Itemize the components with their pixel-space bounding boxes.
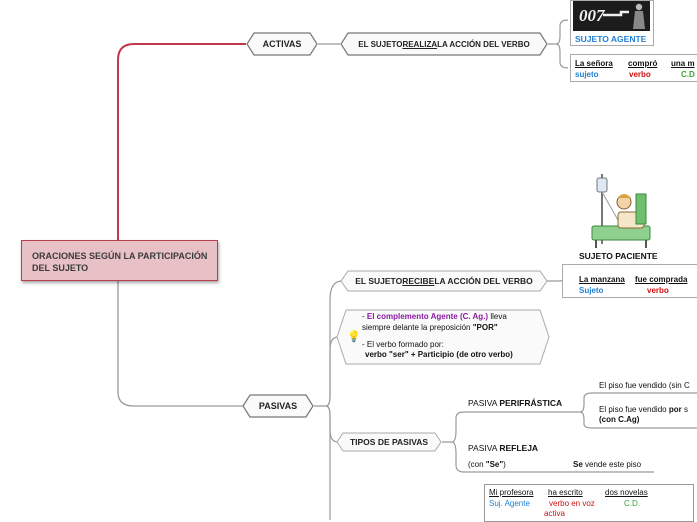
activas-desc-node[interactable]: EL SUJETO REALIZA LA ACCIÓN DEL VERBO <box>340 32 548 56</box>
note-line-2-key: "POR" <box>472 323 498 332</box>
activas-example-role-2: verbo <box>629 70 651 79</box>
note-line-4: verbo "ser" + Participio (de otro verbo) <box>365 350 513 359</box>
agent-caption: SUJETO AGENTE <box>575 34 647 44</box>
refleja-key: REFLEJA <box>499 443 539 453</box>
activas-desc-post: LA ACCIÓN DEL VERBO <box>437 39 530 49</box>
activas-desc-text: EL SUJETO REALIZA LA ACCIÓN DEL VERBO <box>340 32 548 56</box>
table-role-3: C.D. <box>624 499 640 508</box>
table-role-2: verbo en voz <box>549 499 595 508</box>
refleja-sub-post: ) <box>503 460 506 469</box>
table-word-1: Mi profesora <box>489 488 534 497</box>
activas-node[interactable]: ACTIVAS <box>246 32 318 56</box>
activas-example-box[interactable]: La señora compró una m sujeto verbo C.D <box>570 54 697 82</box>
hospital-patient-image <box>588 172 652 250</box>
refleja-example-rest: vende este piso <box>582 460 642 469</box>
note-line-1-key: El complemento Agente (C. Ag.) <box>366 312 489 321</box>
agent-007-image: 007 <box>573 1 650 31</box>
activas-desc-key: REALIZA <box>402 39 438 49</box>
note-line-1-rest: lleva <box>488 312 507 321</box>
perifrastica-key: PERIFRÁSTICA <box>499 398 563 408</box>
note-line-2-text: siempre delante la preposición <box>362 323 473 332</box>
root-title: ORACIONES SEGÚN LA PARTICIPACIÓN DEL SUJ… <box>32 251 208 273</box>
perifrastica-pre: PASIVA <box>468 398 500 408</box>
refleja-sub-pre: (con <box>468 460 486 469</box>
refleja-example[interactable]: Se vende este piso <box>573 460 641 469</box>
bulb-icon: 💡 <box>347 331 361 343</box>
pasivas-example-word-2: fue comprada <box>635 275 688 284</box>
sujeto-paciente-caption: SUJETO PACIENTE <box>579 251 658 261</box>
pasivas-desc-key: RECIBE <box>402 276 435 286</box>
activas-example-role-1: sujeto <box>575 70 599 79</box>
note-line-3: - El verbo formado por: <box>362 340 444 349</box>
activas-desc-pre: EL SUJETO <box>358 39 403 49</box>
pasivas-note-node[interactable] <box>336 309 550 365</box>
perif-example-2-pre: El piso fue vendido <box>599 405 669 414</box>
pasivas-desc-text: EL SUJETO RECIBE LA ACCIÓN DEL VERBO <box>340 270 548 292</box>
pasivas-desc-hex-shape <box>340 270 548 292</box>
agent-007-graphic: 007 <box>573 1 650 31</box>
table-word-3: dos novelas <box>605 488 648 497</box>
root-node[interactable]: ORACIONES SEGÚN LA PARTICIPACIÓN DEL SUJ… <box>21 240 218 281</box>
agent-image-box[interactable]: 007 SUJETO AGENTE <box>570 0 654 46</box>
pasivas-note-hex-shape <box>336 309 550 365</box>
refleja-example-key: Se <box>573 460 583 469</box>
perif-example-2-line2: (con C.Ag) <box>599 415 640 424</box>
perif-example-2[interactable]: El piso fue vendido por s <box>599 405 688 414</box>
refleja-sub: (con "Se") <box>468 460 506 469</box>
table-role-1: Suj. Agente <box>489 499 530 508</box>
refleja-sub-key: "Se" <box>485 460 504 469</box>
agent-007-logo: 007 <box>579 6 606 25</box>
pasivas-desc-node[interactable]: EL SUJETO RECIBE LA ACCIÓN DEL VERBO <box>340 270 548 292</box>
activas-example-word-1: La señora <box>575 59 613 68</box>
hospital-patient-graphic <box>591 174 651 248</box>
pasivas-desc-post: LA ACCIÓN DEL VERBO <box>434 276 533 286</box>
pasivas-hex-shape <box>242 394 314 418</box>
pasivas-desc-pre: EL SUJETO <box>355 276 403 286</box>
pasivas-example-role-2: verbo <box>647 286 669 295</box>
activas-label: ACTIVAS <box>262 39 302 49</box>
activas-desc-hex-shape <box>340 32 548 56</box>
refleja-node[interactable]: PASIVA REFLEJA <box>468 443 538 453</box>
activas-hex-shape <box>246 32 318 56</box>
refleja-pre: PASIVA <box>468 443 500 453</box>
perifrastica-node[interactable]: PASIVA PERIFRÁSTICA <box>468 398 562 408</box>
note-line-1: - El complemento Agente (C. Ag.) lleva <box>362 312 507 321</box>
pasivas-node[interactable]: PASIVAS <box>242 394 314 418</box>
perif-example-2-post: s <box>681 405 688 414</box>
activas-example-word-3: una m <box>671 59 695 68</box>
table-word-2: ha escrito <box>548 488 583 497</box>
note-line-2: siempre delante la preposición "POR" <box>362 323 498 332</box>
table-role-2-line2: activa <box>544 509 565 518</box>
perif-example-1[interactable]: El piso fue vendido (sin C <box>599 381 690 390</box>
pasivas-example-word-1: La manzana <box>579 275 625 284</box>
tipos-node[interactable]: TIPOS DE PASIVAS <box>336 432 442 452</box>
perif-example-2-key: por <box>668 405 682 414</box>
pasivas-table-box[interactable]: Mi profesora ha escrito dos novelas Suj.… <box>484 484 694 522</box>
activas-example-role-3: C.D <box>681 70 695 79</box>
pasivas-example-role-1: Sujeto <box>579 286 604 295</box>
pasivas-label: PASIVAS <box>258 401 298 411</box>
tipos-hex-shape <box>336 432 442 452</box>
note-line-1-dash: - <box>362 312 367 321</box>
activas-example-word-2: compró <box>628 59 658 68</box>
tipos-label: TIPOS DE PASIVAS <box>349 437 429 447</box>
pasivas-example-box[interactable]: La manzana fue comprada Sujeto verbo <box>562 264 697 298</box>
